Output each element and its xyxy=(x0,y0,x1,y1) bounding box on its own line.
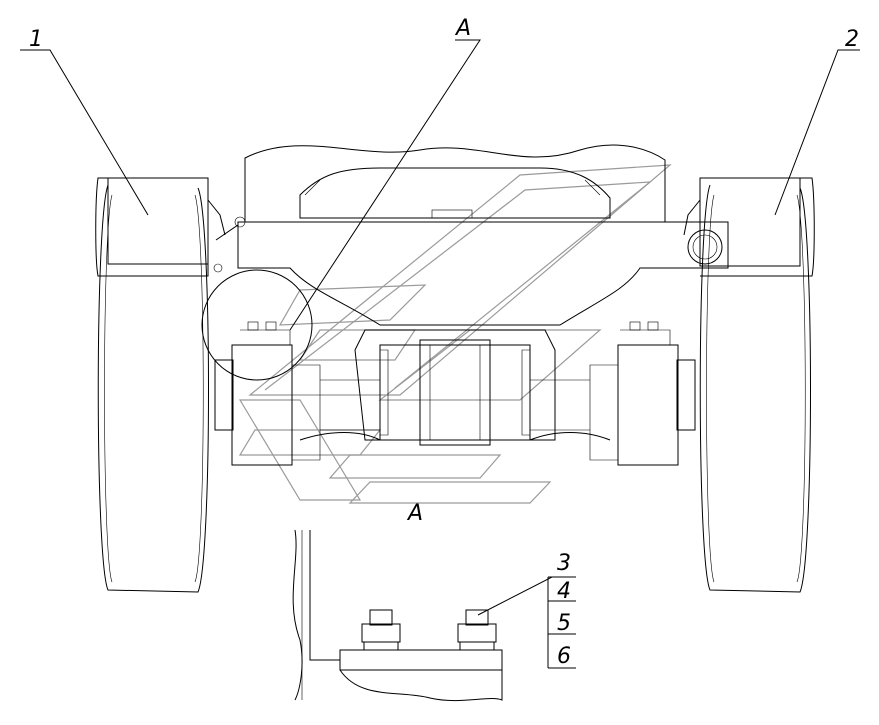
left-hub xyxy=(214,321,380,466)
differential-housing xyxy=(354,329,556,446)
view-label-a-detail: A xyxy=(406,501,423,526)
callout-5: 5 xyxy=(557,611,571,636)
axle-lower-outline xyxy=(299,432,611,441)
callout-6: 6 xyxy=(557,644,571,669)
left-wheel xyxy=(97,184,209,593)
axle-beam xyxy=(213,216,729,326)
callout-1: 1 xyxy=(29,27,43,52)
leader-lines xyxy=(20,39,860,616)
left-fender xyxy=(95,177,226,277)
watermark-logo xyxy=(238,164,672,504)
upper-body xyxy=(244,144,666,223)
right-wheel xyxy=(699,184,811,593)
view-label-a-top: A xyxy=(454,16,471,41)
detail-view-a xyxy=(292,529,576,702)
callout-2: 2 xyxy=(845,27,859,52)
detail-circle-a xyxy=(201,269,313,381)
right-hub xyxy=(530,321,696,466)
callout-3: 3 xyxy=(557,551,571,576)
right-fender xyxy=(683,177,815,277)
callout-4: 4 xyxy=(557,579,571,604)
